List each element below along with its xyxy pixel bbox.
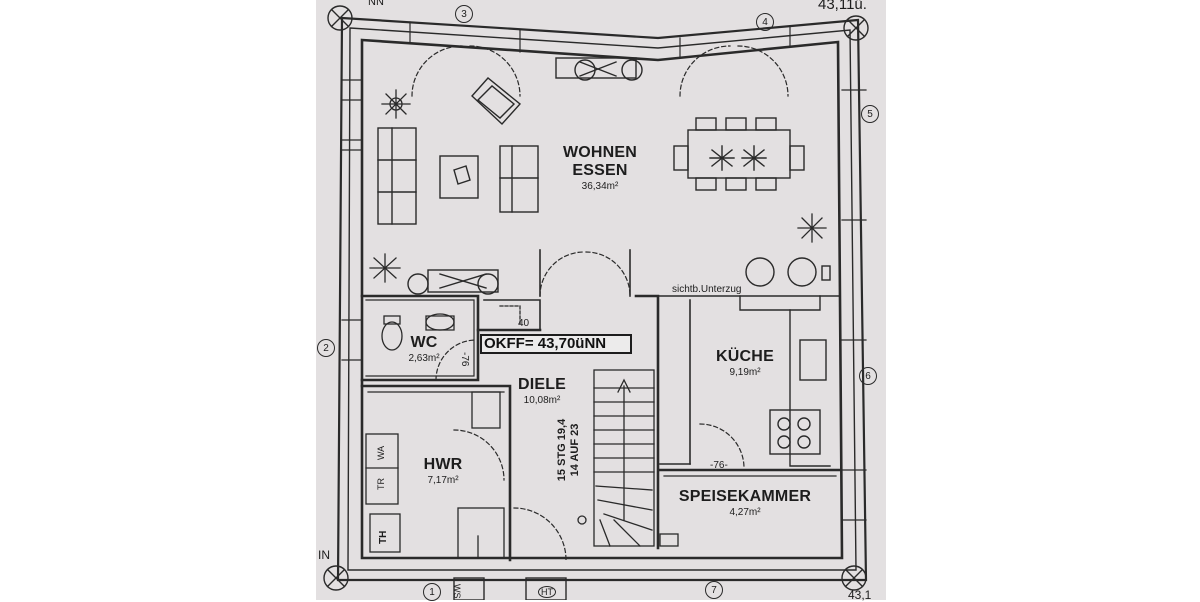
room-area: 36,34m² — [581, 181, 619, 192]
room-area: 2,63m² — [408, 353, 440, 364]
room-area: 7,17m² — [427, 475, 459, 486]
niche-note: 40 — [518, 318, 530, 329]
room-wohnen: WOHNEN ESSEN 36,34m² — [540, 144, 660, 194]
room-name-secondary: ESSEN — [572, 162, 628, 179]
room-area: 4,27m² — [729, 507, 761, 518]
interior-walls — [360, 249, 842, 562]
living-furniture — [377, 59, 643, 295]
th-mark: TH — [378, 530, 389, 544]
axis-label: 5 — [861, 105, 879, 123]
room-area: 9,19m² — [729, 367, 761, 378]
wall-hatches — [341, 21, 867, 521]
top-right-level: 43,11ü. — [818, 0, 867, 13]
plants — [369, 89, 827, 283]
axis-label: 1 — [423, 583, 441, 601]
doors — [411, 45, 789, 561]
axis-label: 6 — [859, 367, 877, 385]
stair-line-1: 15 STG 19,4 — [556, 418, 568, 482]
axis-label: 4 — [756, 13, 774, 31]
bottom-right-level: 43,1 — [848, 588, 872, 602]
axis-label: 3 — [455, 5, 473, 23]
room-area: 10,08m² — [523, 395, 561, 406]
stair-line-2: 14 AUF 23 — [569, 423, 581, 477]
room-wc: WC 2,63m² — [398, 334, 450, 366]
outer-wall — [336, 16, 868, 582]
room-speisekammer: SPEISEKAMMER 4,27m² — [660, 488, 830, 520]
axis-label: 7 — [705, 581, 723, 599]
top-left-partial: NN — [368, 0, 384, 8]
column-markers — [323, 5, 869, 591]
ht-mark: HT — [538, 586, 556, 598]
floor-level-label: OKFF= 43,70üNN — [480, 334, 632, 354]
hwr-fixtures — [365, 391, 679, 559]
room-name: WC — [410, 334, 438, 351]
room-name: DIELE — [517, 376, 567, 393]
room-name: KÜCHE — [716, 348, 774, 365]
room-name: WOHNEN — [562, 144, 638, 161]
ws-mark: WS — [452, 584, 462, 599]
stair-annotation: 15 STG 19,4 14 AUF 23 — [556, 410, 586, 490]
dining-table — [673, 117, 805, 191]
door-width-wc: -76 — [459, 352, 470, 367]
wc-fixtures — [381, 305, 521, 351]
room-diele: DIELE 10,08m² — [508, 376, 576, 408]
room-kueche: KÜCHE 9,19m² — [700, 348, 790, 380]
tr-mark: TR — [376, 478, 386, 490]
room-hwr: HWR 7,17m² — [408, 456, 478, 488]
wa-mark: WA — [376, 445, 386, 460]
axis-label: 2 — [317, 339, 335, 357]
beam-note: sichtb.Unterzug — [672, 284, 742, 295]
room-name: SPEISEKAMMER — [678, 488, 812, 505]
staircase — [593, 369, 655, 547]
kitchen-fixtures — [739, 257, 831, 467]
room-name: HWR — [423, 456, 463, 473]
left-partial: IN — [318, 548, 330, 562]
door-width-pantry: -76- — [710, 460, 728, 471]
